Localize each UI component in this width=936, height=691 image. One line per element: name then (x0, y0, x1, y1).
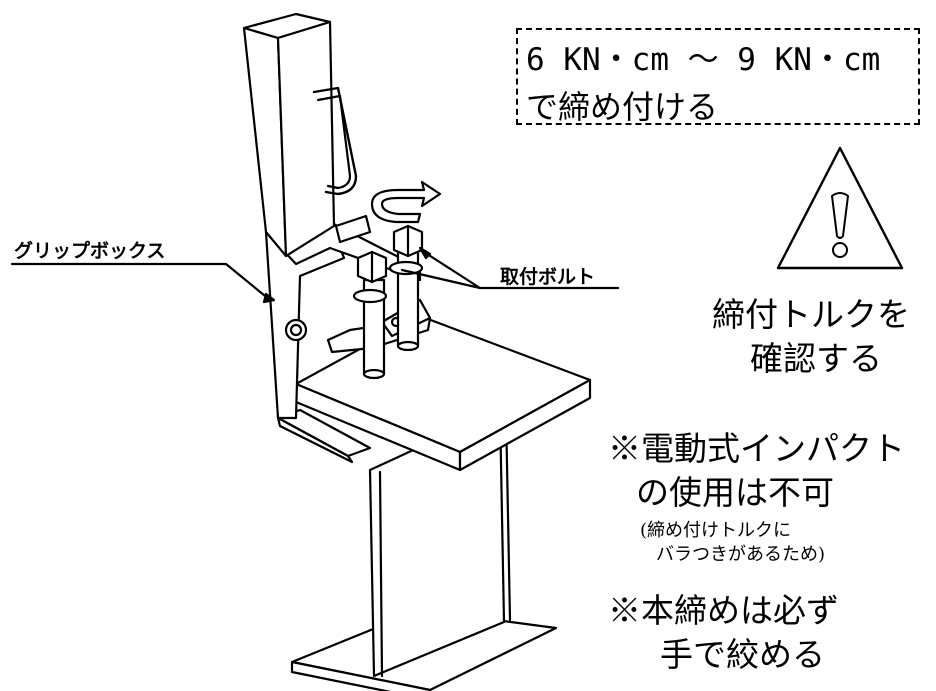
h-beam (290, 314, 592, 691)
torque-spec-instruction: で締め付ける (526, 88, 719, 126)
torque-spec-box (516, 28, 920, 125)
note-final-line1: ※本締めは必ず (608, 591, 839, 630)
grip-box-leader-line (10, 262, 272, 302)
note-impact-line2: の使用は不可 (636, 473, 834, 512)
torque-spec-value: 6 KN・cm ～ 9 KN・cm (526, 42, 881, 78)
warning-text-line1: 締付トルクを (712, 295, 910, 334)
note-impact-reason-line1: (締め付けトルクに (640, 520, 792, 541)
note-impact-line1: ※電動式インパクト (608, 429, 905, 468)
warning-text-line2: 確認する (750, 339, 882, 378)
mounting-bolt-left (352, 250, 388, 380)
note-impact-reason-line2: バラつきがあるため) (656, 544, 826, 565)
base-plate (276, 408, 372, 464)
warning-triangle-icon (776, 146, 904, 270)
square-tube (242, 12, 358, 258)
mounting-bolt-right (388, 224, 424, 352)
note-final-line2: 手で絞める (660, 635, 825, 674)
mounting-bolt-label: 取付ボルト (500, 266, 596, 288)
grip-box-label: グリップボックス (14, 240, 166, 262)
rotation-arrow-icon (370, 180, 442, 224)
label-plate (334, 214, 372, 244)
